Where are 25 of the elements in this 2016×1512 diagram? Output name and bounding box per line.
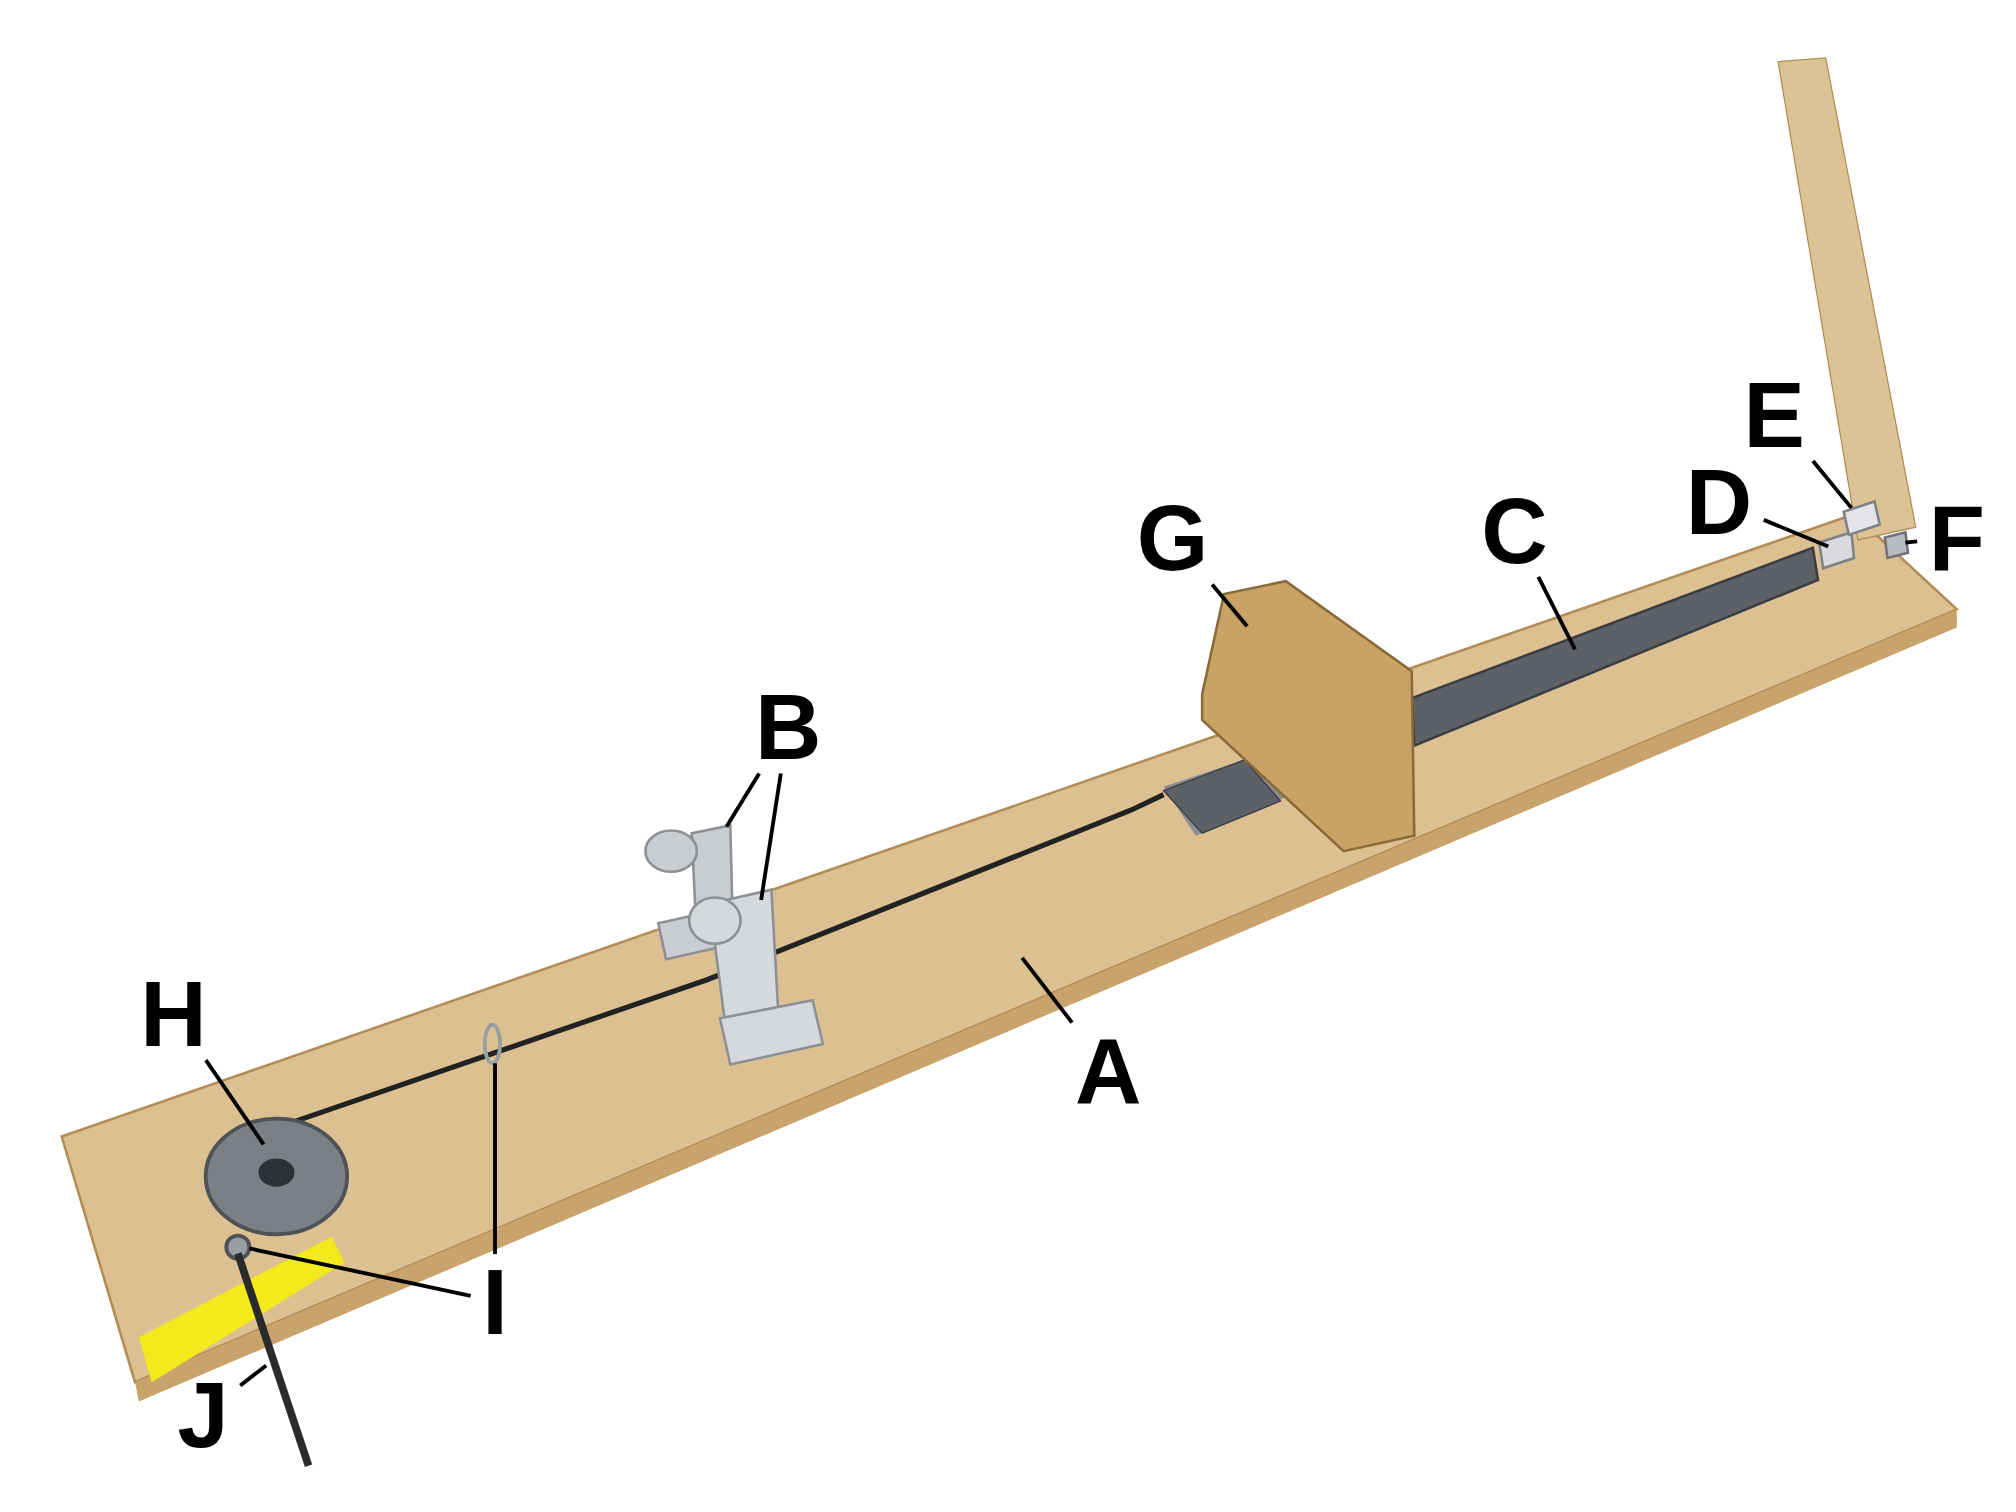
callout-letter: H <box>140 977 207 1049</box>
cord <box>234 1252 313 1467</box>
leader-line <box>1905 539 1918 545</box>
leader-line <box>249 1246 472 1298</box>
callout-letter: B <box>754 690 822 762</box>
callout-letter: A <box>1075 1034 1142 1106</box>
hinge-block <box>1842 499 1882 537</box>
pulley <box>203 1116 350 1237</box>
eye-bolt <box>224 1233 252 1261</box>
callout-letter: I <box>482 1265 508 1337</box>
leader-line <box>1763 518 1830 549</box>
callout-letter: F <box>1928 501 1985 573</box>
leader-line <box>493 1063 497 1255</box>
callout-letter: G <box>1136 501 1209 573</box>
callout-letter: J <box>177 1378 229 1450</box>
leader-line <box>239 1363 268 1387</box>
leader-line <box>1811 459 1853 510</box>
callout-letter: D <box>1685 465 1753 537</box>
leader-line <box>1536 575 1577 651</box>
eye-bolt <box>482 1022 503 1066</box>
leader-line <box>759 773 783 901</box>
hinge-pin <box>1883 530 1910 560</box>
callout-letter: E <box>1743 378 1805 450</box>
callout-letter: C <box>1481 494 1548 566</box>
leader-line <box>724 772 761 828</box>
